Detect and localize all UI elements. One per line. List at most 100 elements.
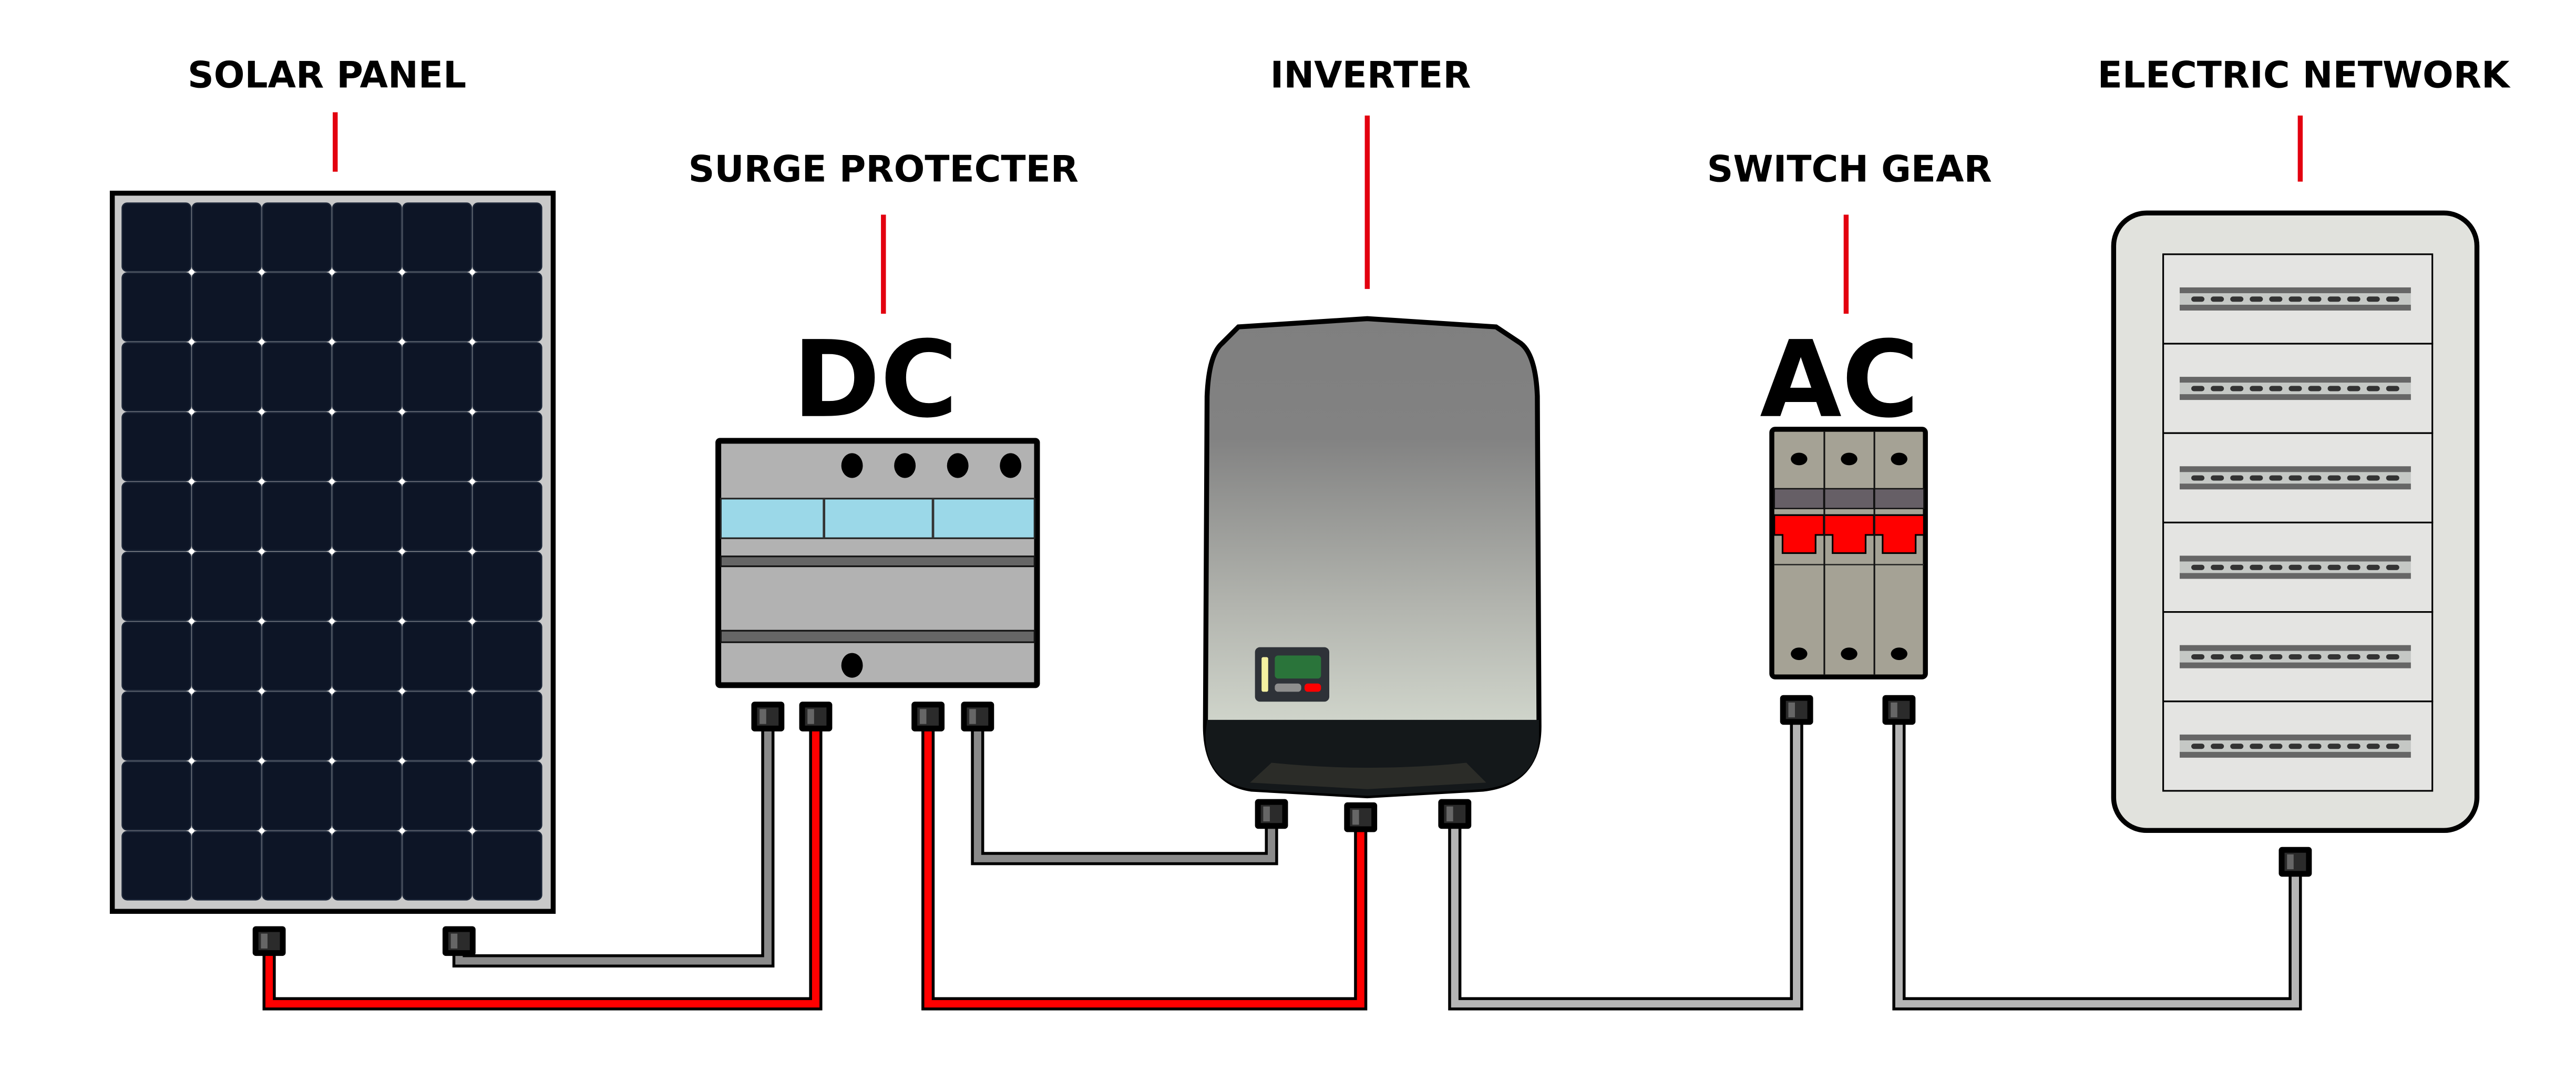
solar-cell (191, 342, 262, 412)
solar-cell (402, 621, 473, 691)
connector (1438, 799, 1472, 829)
cell-junction (469, 409, 475, 415)
inverter-display (1255, 647, 1330, 702)
switch-gear (1769, 427, 1928, 679)
cell-junction (259, 549, 264, 554)
solar-cell (121, 691, 192, 761)
label-switch-gear: SWITCH GEAR (1707, 149, 1992, 191)
solar-cell (262, 411, 332, 482)
cell-junction (469, 688, 475, 694)
label-solar-panel: SOLAR PANEL (188, 55, 466, 97)
connector (1255, 799, 1288, 829)
cell-junction (399, 409, 405, 415)
cell-junction (329, 758, 335, 764)
cell-junction (259, 479, 264, 485)
cell-junction (399, 479, 405, 485)
solar-cell (402, 551, 473, 621)
solar-cell (472, 621, 542, 691)
cell-junction (259, 688, 264, 694)
cell-junction (469, 269, 475, 275)
solar-cell (332, 272, 402, 342)
cell-junction (469, 339, 475, 345)
solar-cell (262, 551, 332, 621)
cell-junction (329, 479, 335, 485)
cell-junction (189, 269, 194, 275)
cell-junction (189, 549, 194, 554)
label-electric-network: ELECTRIC NETWORK (2098, 55, 2511, 97)
solar-cell (402, 411, 473, 482)
solar-cell (121, 411, 192, 482)
breaker-toggle (1773, 514, 1825, 554)
cell-junction (189, 339, 194, 345)
breaker-toggle (1873, 514, 1925, 554)
label-surge-protector: SURGE PROTECTER (689, 149, 1079, 191)
connector (961, 702, 994, 731)
breaker-toggle (1823, 514, 1875, 554)
cell-junction (469, 758, 475, 764)
cell-junction (329, 549, 335, 554)
connector (2279, 847, 2312, 877)
solar-cell (191, 202, 262, 272)
solar-cell (472, 342, 542, 412)
solar-cell (262, 691, 332, 761)
wire-ac-switch-network (1892, 721, 2302, 1011)
cell-junction (399, 549, 405, 554)
cell-junction (189, 828, 194, 834)
wire-ac-inverter-switch (1448, 721, 1803, 1011)
solar-cell (332, 481, 402, 552)
ac-label: AC (1760, 318, 1919, 441)
solar-cell (121, 551, 192, 621)
cell-junction (469, 619, 475, 624)
cell-junction (259, 339, 264, 345)
dc-label: DC (793, 318, 958, 441)
solar-cell (332, 761, 402, 831)
solar-cell (191, 551, 262, 621)
solar-cell (121, 272, 192, 342)
cell-junction (399, 269, 405, 275)
solar-cell (402, 831, 473, 901)
solar-cell (332, 551, 402, 621)
solar-cell (402, 272, 473, 342)
connector (751, 702, 785, 731)
cell-junction (399, 339, 405, 345)
solar-cell (262, 831, 332, 901)
solar-cell (191, 831, 262, 901)
solar-cell (472, 202, 542, 272)
terminal-screws (841, 453, 1022, 678)
cell-junction (189, 758, 194, 764)
solar-cell (472, 551, 542, 621)
solar-cell (332, 621, 402, 691)
solar-cell (472, 481, 542, 552)
solar-cell (191, 481, 262, 552)
solar-cell (402, 342, 473, 412)
cell-junction (259, 269, 264, 275)
solar-cell (191, 691, 262, 761)
solar-cell (332, 831, 402, 901)
solar-cell (191, 272, 262, 342)
solar-cell (262, 621, 332, 691)
wire-inverter-positive (921, 726, 1368, 1011)
cell-junction (259, 828, 264, 834)
cell-junction (399, 619, 405, 624)
connector (1882, 695, 1916, 725)
cell-junction (189, 619, 194, 624)
solar-cell (121, 761, 192, 831)
cell-junction (259, 409, 264, 415)
inverter (1203, 316, 1542, 799)
solar-cell (402, 481, 473, 552)
solar-cell (472, 831, 542, 901)
solar-cell (121, 342, 192, 412)
solar-cell (332, 342, 402, 412)
solar-cell (262, 202, 332, 272)
connector (799, 702, 833, 731)
solar-cell (262, 342, 332, 412)
surge-protector (715, 438, 1040, 688)
connector (442, 926, 476, 956)
solar-cell (262, 761, 332, 831)
cell-junction (329, 619, 335, 624)
cell-junction (189, 479, 194, 485)
cell-junction (329, 269, 335, 275)
cell-junction (469, 549, 475, 554)
